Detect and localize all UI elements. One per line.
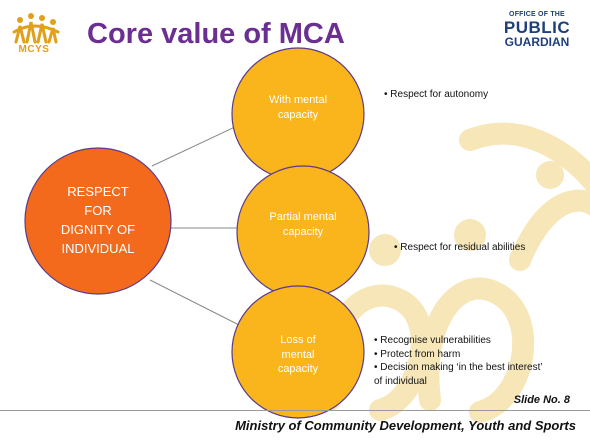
node-label-partial-mental-capacity: Partial mental capacity: [269, 211, 337, 238]
footer-divider: [0, 410, 590, 411]
public-guardian-logo-line1: OFFICE OF THE: [509, 11, 565, 18]
bullets-partial-mental-capacity: • Respect for residual abilities: [394, 241, 525, 255]
public-guardian-logo-line2: PUBLIC: [503, 18, 571, 37]
node-loss-of-mental-capacity: [231, 285, 365, 419]
bullet-item: • Protect from harm: [374, 348, 461, 360]
bullet-item: • Respect for residual abilities: [394, 242, 526, 253]
connector-top: [151, 125, 238, 167]
slide-title: Core value of MCA: [87, 18, 345, 50]
mcys-logo-text: MCYS: [18, 44, 50, 55]
center-node-label: RESPECT FOR DIGNITY OF INDIVIDUAL: [60, 184, 136, 256]
node-label-loss-of-mental-capacity: Loss of mental capacity: [277, 333, 319, 376]
bullets-loss-of-mental-capacity: • Recognise vulnerabilities • Protect fr…: [374, 334, 543, 388]
bullet-item: • Respect for autonomy: [384, 89, 489, 100]
bullet-item: • Decision making ‘in the best interest’: [374, 362, 543, 373]
node-label-with-mental-capacity: With mental capacity: [268, 94, 328, 121]
mcys-logo-icon: [12, 13, 60, 44]
bullet-item: of individual: [374, 375, 427, 387]
footer-ministry-name: Ministry of Community Development, Youth…: [235, 418, 576, 433]
node-center-respect-dignity: [24, 147, 172, 295]
public-guardian-logo-line3: GUARDIAN: [504, 35, 570, 49]
public-guardian-logo: OFFICE OF THE PUBLIC GUARDIAN: [497, 10, 577, 58]
bullet-item: • Recognise vulnerabilities: [374, 335, 491, 346]
bullets-with-mental-capacity: • Respect for autonomy: [384, 88, 488, 102]
slide-number: Slide No. 8: [513, 394, 570, 406]
connector-bottom: [149, 279, 246, 329]
